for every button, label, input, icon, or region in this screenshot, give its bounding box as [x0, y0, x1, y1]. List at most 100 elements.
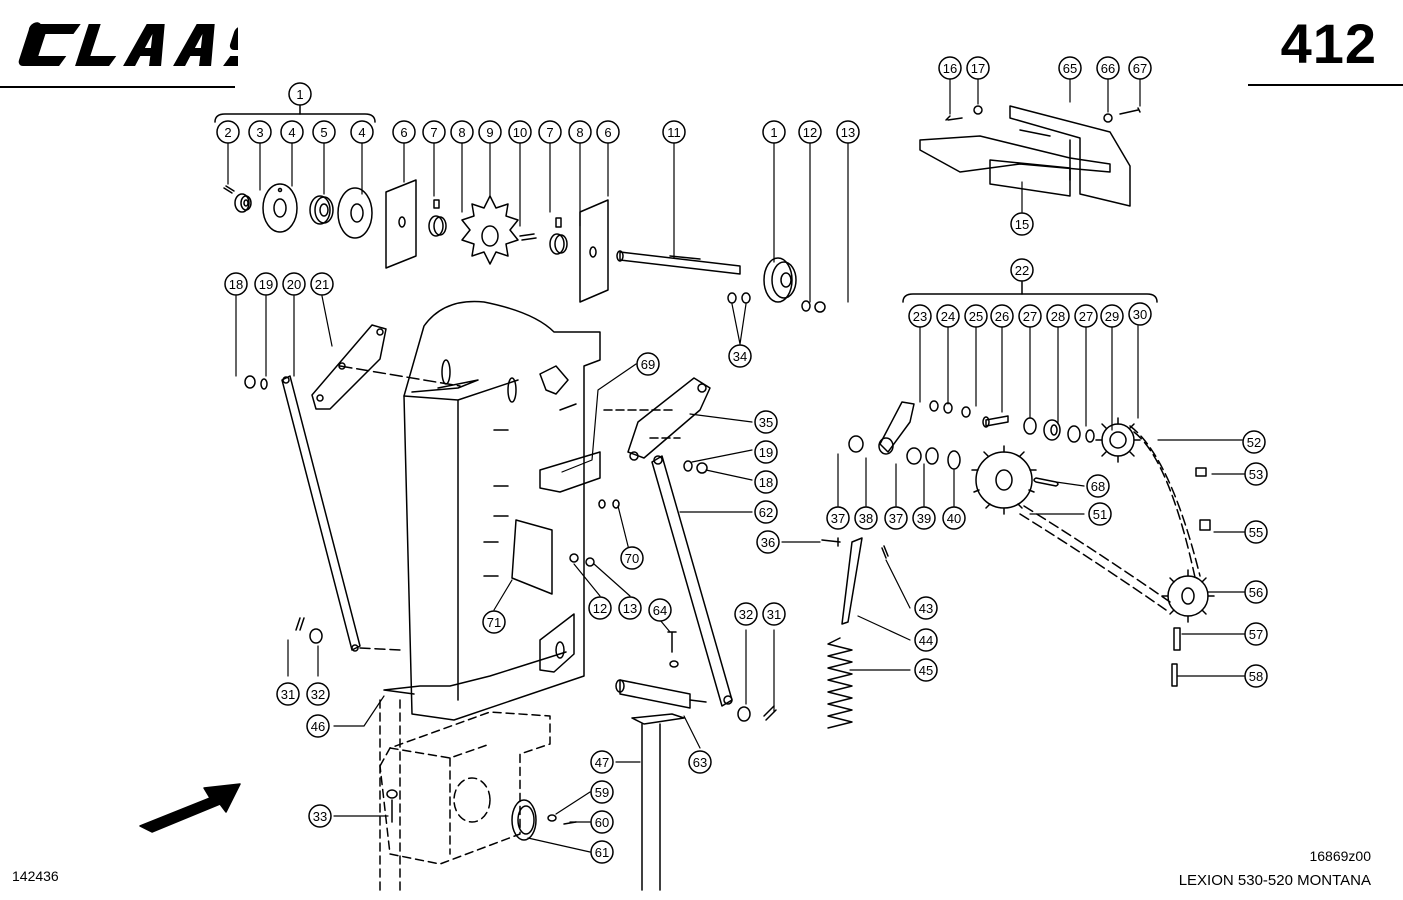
- callout-label: 45: [919, 663, 933, 678]
- callout-circle: [762, 602, 786, 626]
- callout-circle: [964, 304, 988, 328]
- callout-circle: [914, 596, 938, 620]
- callout-18: 18: [224, 272, 248, 296]
- part-20-strut: [281, 375, 361, 652]
- part-32-washer-r: [737, 706, 751, 722]
- callout-circle: [914, 658, 938, 682]
- part-1-hub: [763, 257, 797, 303]
- callout-circle: [1244, 580, 1268, 604]
- part-15-cover: [919, 105, 1131, 207]
- callout-circle: [756, 530, 780, 554]
- callout-label: 8: [576, 125, 583, 140]
- part-13-nut: [814, 301, 826, 313]
- callout-13: 13: [618, 596, 642, 620]
- callout-71: 71: [482, 610, 506, 634]
- callout-circle: [350, 120, 374, 144]
- callout-label: 70: [625, 551, 639, 566]
- part-39-washer: [925, 447, 939, 465]
- callout-label: 19: [759, 445, 773, 460]
- callout-20: 20: [282, 272, 306, 296]
- callout-circle: [908, 304, 932, 328]
- part-6b-plate: [579, 199, 609, 303]
- callout-label: 67: [1133, 61, 1147, 76]
- callout-23: 23: [908, 304, 932, 328]
- part-6-plate: [385, 179, 417, 269]
- part-19-washer: [260, 378, 268, 390]
- part-29-ring: [1085, 429, 1095, 443]
- part-28-bearing: [1043, 419, 1061, 441]
- callout-label: 11: [667, 125, 681, 140]
- callout-label: 9: [486, 125, 493, 140]
- callout-label: 32: [739, 607, 753, 622]
- header-rule-left: [0, 86, 235, 88]
- callout-label: 37: [831, 511, 845, 526]
- callout-8: 8: [450, 120, 474, 144]
- callout-circle: [938, 56, 962, 80]
- callout-circle: [254, 272, 278, 296]
- part-12b-13b: [569, 553, 595, 567]
- callout-label: 60: [595, 815, 609, 830]
- part-37-bush: [848, 435, 864, 453]
- callout-38: 38: [854, 506, 878, 530]
- callout-circle: [312, 120, 336, 144]
- callout-70: 70: [620, 546, 644, 570]
- callout-label: 19: [259, 277, 273, 292]
- part-30-sprocket: [1095, 417, 1141, 463]
- callout-label: 28: [1051, 309, 1065, 324]
- callout-label: 36: [761, 535, 775, 550]
- callout-circle: [762, 120, 786, 144]
- callout-circle: [798, 120, 822, 144]
- callout-68: 68: [1086, 474, 1110, 498]
- callout-label: 53: [1249, 467, 1263, 482]
- callout-circle: [282, 272, 306, 296]
- callout-8: 8: [568, 120, 592, 144]
- callout-19: 19: [754, 440, 778, 464]
- callout-35: 35: [754, 410, 778, 434]
- part-57-pin: [1173, 627, 1181, 651]
- callout-circle: [1128, 302, 1152, 326]
- part-38-arm: [878, 401, 915, 455]
- callout-9: 9: [478, 120, 502, 144]
- part-70-nut: [598, 499, 620, 509]
- callout-label: 12: [803, 125, 817, 140]
- part-33-bolt: [386, 789, 398, 823]
- callout-label: 1: [770, 125, 777, 140]
- callout-circle: [1086, 474, 1110, 498]
- callout-65: 65: [1058, 56, 1082, 80]
- part-3-nut: [234, 193, 252, 213]
- part-27b-ring: [1067, 425, 1081, 443]
- callout-25: 25: [964, 304, 988, 328]
- part-63-pivot: [615, 679, 707, 709]
- part-40-ring: [947, 450, 961, 470]
- callout-label: 44: [919, 633, 933, 648]
- callout-31: 31: [276, 682, 300, 706]
- callout-label: 71: [487, 615, 501, 630]
- callout-7: 7: [538, 120, 562, 144]
- callout-label: 31: [281, 687, 295, 702]
- callout-15: 15: [1010, 212, 1034, 236]
- part-19b-washer: [683, 460, 693, 472]
- callout-label: 16: [943, 61, 957, 76]
- callout-27: 27: [1074, 304, 1098, 328]
- callout-label: 55: [1249, 525, 1263, 540]
- part-56-sprocket: [1161, 569, 1215, 623]
- callout-circle: [854, 506, 878, 530]
- callout-label: 20: [287, 277, 301, 292]
- callout-label: 26: [995, 309, 1009, 324]
- callout-32: 32: [734, 602, 758, 626]
- callout-circle: [648, 598, 672, 622]
- callout-label: 18: [759, 475, 773, 490]
- callout-circle: [224, 272, 248, 296]
- part-58-pin: [1171, 663, 1178, 687]
- part-8b-collar: [549, 233, 568, 255]
- callout-7: 7: [422, 120, 446, 144]
- part-68-key: [1033, 477, 1059, 487]
- callout-4: 4: [350, 120, 374, 144]
- callout-57: 57: [1244, 622, 1268, 646]
- callout-circle: [306, 714, 330, 738]
- callout-circle: [1244, 622, 1268, 646]
- callout-circle: [1244, 664, 1268, 688]
- callout-44: 44: [914, 628, 938, 652]
